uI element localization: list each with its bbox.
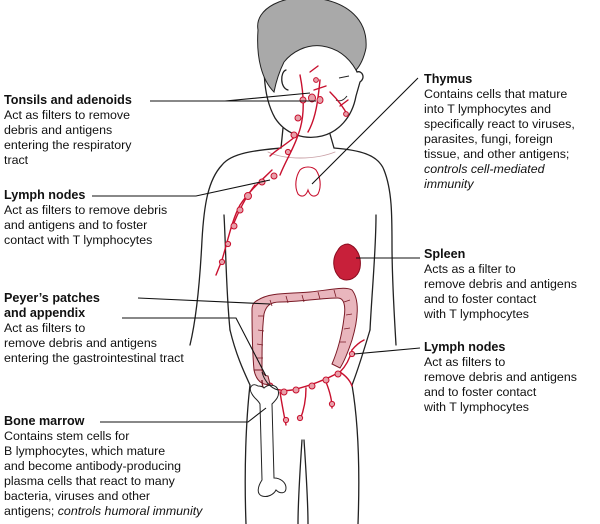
label-bone-marrow: Bone marrow Contains stem cells for B ly… bbox=[4, 414, 234, 519]
label-title: Lymph nodes bbox=[424, 340, 506, 354]
label-line: and antigens and to foster bbox=[4, 218, 148, 232]
leader-thymus bbox=[311, 77, 419, 185]
label-italic: controls cell-mediated bbox=[424, 162, 545, 176]
label-line: and become antibody-producing bbox=[4, 459, 182, 473]
label-line: debris and antigens bbox=[4, 123, 113, 137]
label-line: Acts as a filter to bbox=[424, 262, 516, 276]
label-line: entering the gastrointestinal tract bbox=[4, 351, 184, 365]
label-line: B lymphocytes, which mature bbox=[4, 444, 166, 458]
body-outline bbox=[189, 29, 397, 524]
face-features bbox=[335, 75, 350, 102]
leader-lymph-left bbox=[92, 179, 271, 197]
label-line: remove debris and antigens bbox=[424, 277, 577, 291]
label-line: tract bbox=[4, 153, 29, 167]
label-title: Tonsils and adenoids bbox=[4, 93, 132, 107]
label-title: Thymus bbox=[424, 72, 473, 86]
label-title: Bone marrow bbox=[4, 414, 85, 428]
label-title: Peyer’s patches bbox=[4, 291, 100, 305]
label-title: Lymph nodes bbox=[4, 188, 86, 202]
label-thymus: Thymus Contains cells that mature into T… bbox=[424, 72, 599, 192]
thymus bbox=[295, 166, 321, 197]
label-italic: controls humoral immunity bbox=[57, 504, 203, 518]
spleen bbox=[333, 243, 361, 281]
label-line: Contains stem cells for bbox=[4, 429, 130, 443]
label-line: bacteria, viruses and other bbox=[4, 489, 151, 503]
label-spleen: Spleen Acts as a filter to remove debris… bbox=[424, 247, 599, 322]
label-line: contact with T lymphocytes bbox=[4, 233, 153, 247]
label-line: plasma cells that react to many bbox=[4, 474, 175, 488]
label-line: remove debris and antigens bbox=[424, 370, 577, 384]
label-title: and appendix bbox=[4, 306, 86, 320]
label-lymph-nodes-left: Lymph nodes Act as filters to remove deb… bbox=[4, 188, 204, 248]
label-line: Act as filters to remove debris bbox=[4, 203, 168, 217]
label-line: with T lymphocytes bbox=[424, 307, 529, 321]
label-line: Act as filters to remove bbox=[4, 108, 131, 122]
label-lymph-nodes-right: Lymph nodes Act as filters to remove deb… bbox=[424, 340, 599, 415]
pelvis-hint bbox=[261, 371, 279, 391]
tonsils-and-adenoids bbox=[308, 93, 324, 104]
label-line: and to foster contact bbox=[424, 292, 537, 306]
leader-lymph-right bbox=[353, 347, 421, 355]
label-line-last: antigens; controls humoral immunity bbox=[4, 504, 234, 519]
femur-bone bbox=[249, 384, 287, 497]
leader-appendix bbox=[122, 317, 267, 377]
label-line: parasites, fungi, foreign bbox=[424, 132, 553, 146]
label-title: Spleen bbox=[424, 247, 466, 261]
label-line: into T lymphocytes and bbox=[424, 102, 551, 116]
label-peyers-patches-and-appendix: Peyer’s patches and appendix Act as filt… bbox=[4, 291, 219, 366]
hair bbox=[257, 0, 367, 94]
label-line: and to foster contact bbox=[424, 385, 537, 399]
label-italic: immunity bbox=[424, 177, 474, 191]
leader-lines bbox=[92, 77, 421, 423]
leader-peyers bbox=[137, 297, 271, 305]
label-line: specifically react to viruses, bbox=[424, 117, 575, 131]
label-tonsils-and-adenoids: Tonsils and adenoids Act as filters to r… bbox=[4, 93, 204, 168]
label-line: Act as filters to bbox=[424, 355, 506, 369]
label-line: with T lymphocytes bbox=[424, 400, 529, 414]
label-line: entering the respiratory bbox=[4, 138, 132, 152]
lymph-nodes bbox=[218, 77, 356, 424]
label-line: Contains cells that mature bbox=[424, 87, 568, 101]
leader-bone-marrow bbox=[100, 407, 267, 423]
label-line: Act as filters to bbox=[4, 321, 86, 335]
label-line: remove debris and antigens bbox=[4, 336, 157, 350]
label-line: tissue, and other antigens; bbox=[424, 147, 570, 161]
label-text: antigens; bbox=[4, 504, 58, 518]
